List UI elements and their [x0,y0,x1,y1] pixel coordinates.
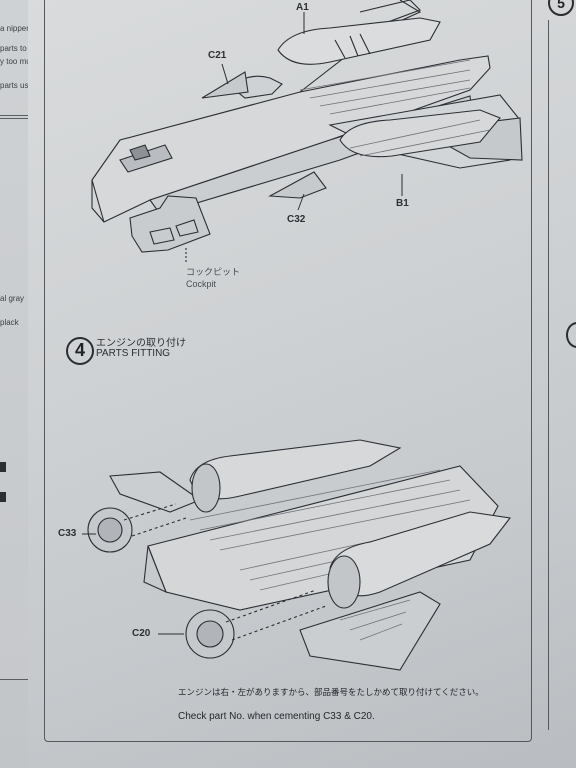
right-step-number: 5 [557,0,565,11]
cockpit-label-en: Cockpit [186,279,217,289]
margin-fragment-2: parts to be [0,44,38,53]
margin-mark-1 [0,462,6,472]
part-label-c33: C33 [58,528,77,539]
step-number: 4 [74,340,85,360]
part-label-c21: C21 [208,50,227,61]
aircraft-fuselage-illustration [91,0,523,264]
margin-fragment-4: parts using [0,81,40,90]
part-label-b1: B1 [396,198,409,209]
step-number-badge: 4 [66,337,94,365]
cockpit-label-jp: コックピット [186,267,241,277]
step-title-en: PARTS FITTING [96,348,171,359]
right-edge-box [548,20,576,730]
part-label-a1: A1 [296,2,309,13]
step-title-jp: エンジンの取り付け [96,338,186,349]
part-label-c32: C32 [287,214,306,225]
engine-fitting-illustration [82,439,512,671]
cementing-note-jp: エンジンは右・左がありますから、部品番号をたしかめて取り付けてください。 [178,687,484,697]
margin-fragment-3: y too much [0,57,40,66]
margin-fragment-1: a nipper or [0,24,39,33]
margin-fragment-6: plack [0,318,19,327]
part-label-c20: C20 [132,628,151,639]
margin-fragment-5: al gray [0,294,25,303]
margin-mark-2 [0,492,6,502]
main-frame [44,0,532,742]
right-step-marker: 5 [548,0,574,16]
cementing-note-en: Check part No. when cementing C33 & C20. [178,711,375,722]
